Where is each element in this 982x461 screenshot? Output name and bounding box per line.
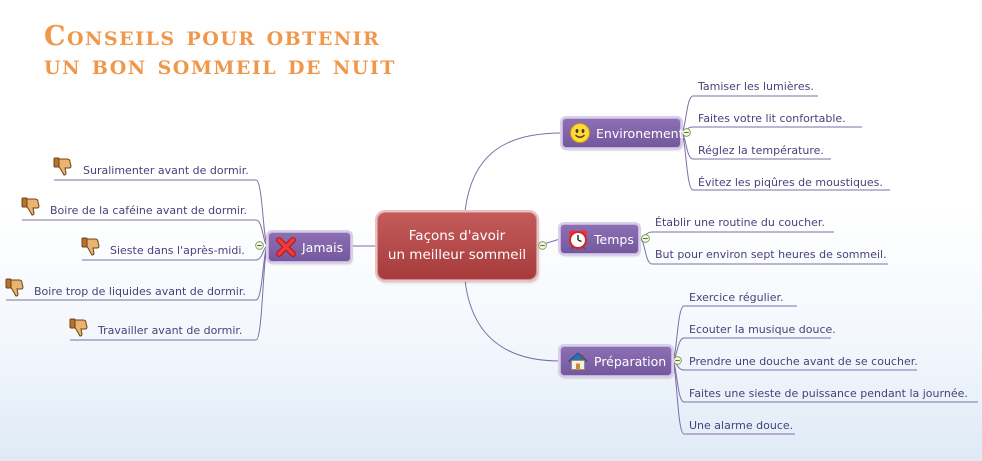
branch-preparation[interactable]: Préparation <box>560 346 672 376</box>
leaf-environement-1[interactable]: Tamiser les lumières. <box>698 80 814 93</box>
leaf-preparation-1[interactable]: Exercice régulier. <box>689 291 784 304</box>
leaf-jamais-4[interactable]: Boire trop de liquides avant de dormir. <box>34 285 246 298</box>
collapse-toggle-jamais[interactable] <box>255 241 264 250</box>
leaf-temps-1[interactable]: Établir une routine du coucher. <box>655 216 825 229</box>
leaf-environement-2[interactable]: Faites votre lit confortable. <box>698 112 846 125</box>
leaf-preparation-4[interactable]: Faites une sieste de puissance pendant l… <box>689 387 968 400</box>
thumbs-down-icon <box>69 318 88 337</box>
thumbs-down-icon <box>21 197 40 216</box>
leaf-jamais-5[interactable]: Travailler avant de dormir. <box>98 324 243 337</box>
thumbs-down-icon <box>5 278 24 297</box>
branch-label-jamais: Jamais <box>302 239 344 255</box>
leaf-jamais-1[interactable]: Suralimenter avant de dormir. <box>83 164 249 177</box>
branch-label-preparation: Préparation <box>594 353 667 369</box>
title-line-2: un bon sommeil de nuit <box>44 50 396 81</box>
leaf-jamais-3[interactable]: Sieste dans l'après-midi. <box>110 244 245 257</box>
branch-temps[interactable]: Temps <box>560 224 639 254</box>
branch-jamais[interactable]: Jamais <box>268 232 351 262</box>
map-title: Conseils pour obtenir un bon sommeil de … <box>44 22 396 80</box>
collapse-toggle-temps[interactable] <box>538 241 547 250</box>
thumbs-down-icon <box>81 237 100 256</box>
smiley-icon <box>569 122 591 144</box>
alarm-clock-icon <box>567 228 589 250</box>
leaf-environement-4[interactable]: Évitez les piqûres de moustiques. <box>698 176 883 189</box>
leaf-preparation-3[interactable]: Prendre une douche avant de se coucher. <box>689 355 918 368</box>
leaf-preparation-2[interactable]: Ecouter la musique douce. <box>689 323 836 336</box>
leaf-jamais-2[interactable]: Boire de la caféine avant de dormir. <box>50 204 247 217</box>
thumbs-down-icon <box>53 157 72 176</box>
leaf-temps-2[interactable]: But pour environ sept heures de sommeil. <box>655 248 887 261</box>
title-line-1: Conseils pour obtenir <box>44 21 381 52</box>
collapse-toggle-preparation[interactable] <box>673 356 682 365</box>
branch-label-temps: Temps <box>594 231 634 247</box>
house-icon <box>567 350 589 372</box>
central-topic[interactable]: Façons d'avoir un meilleur sommeil <box>377 212 537 280</box>
branch-label-environement: Environement <box>596 125 684 141</box>
central-topic-line-2: un meilleur sommeil <box>387 247 527 263</box>
collapse-toggle-environement[interactable] <box>682 128 691 137</box>
leaf-preparation-5[interactable]: Une alarme douce. <box>689 419 794 432</box>
branch-environement[interactable]: Environement <box>562 118 684 148</box>
collapse-toggle-temps-items[interactable] <box>641 234 650 243</box>
central-topic-line-1: Façons d'avoir <box>408 228 506 244</box>
leaf-environement-3[interactable]: Réglez la température. <box>698 144 824 157</box>
red-x-icon <box>275 236 297 258</box>
